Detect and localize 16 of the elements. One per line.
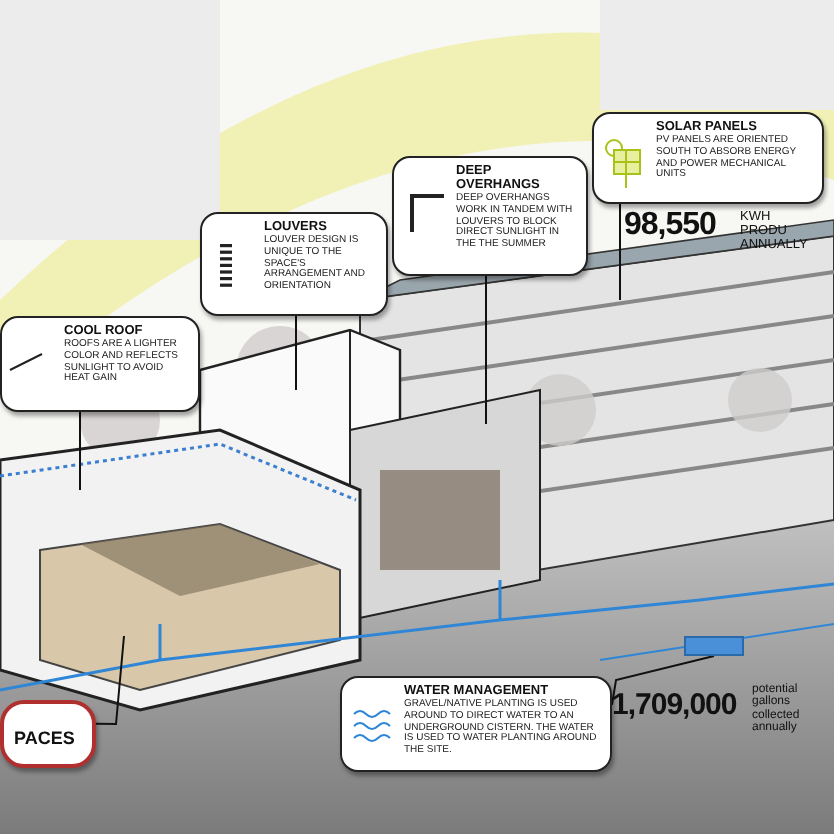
callout-title: PACES: [14, 728, 77, 748]
callout-box: [200, 212, 388, 316]
callout-box: [0, 316, 200, 412]
leader-line: [295, 315, 297, 391]
leader-line: [95, 635, 125, 725]
statistic-number: 98,550: [624, 210, 716, 242]
leader-line: [485, 275, 487, 425]
callout-box: [392, 156, 588, 276]
leader-line: [79, 411, 81, 491]
statistic-number: 1,709,000: [612, 690, 737, 720]
cistern-tank: [684, 636, 744, 656]
leader-line: [619, 203, 621, 301]
leader-line: [611, 655, 715, 706]
callout-box: [340, 676, 612, 772]
callout-box: [0, 700, 96, 768]
callout-box: [592, 112, 824, 204]
